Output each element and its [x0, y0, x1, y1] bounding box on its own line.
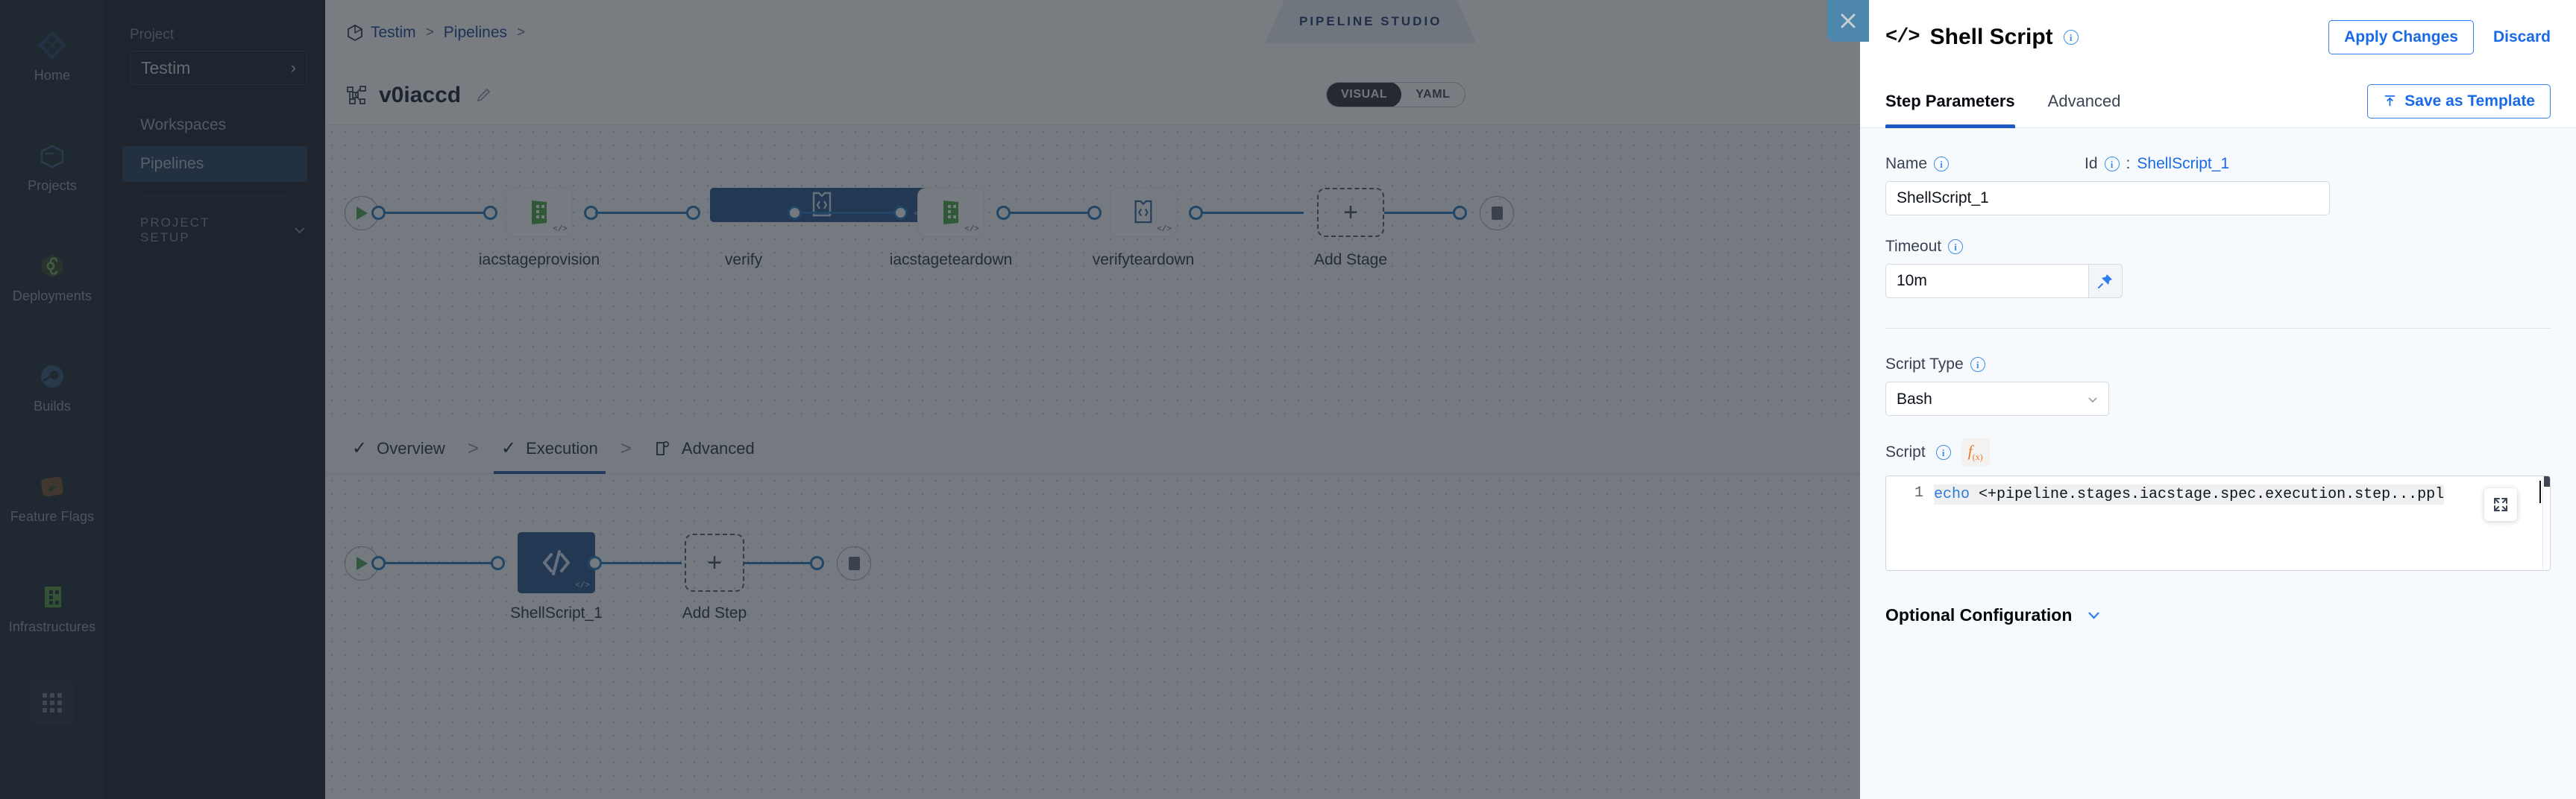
tab-step-parameters[interactable]: Step Parameters	[1885, 75, 2015, 128]
pin-glyph	[2098, 274, 2112, 288]
drawer-tab-bar: Step Parameters Advanced Save as Templat…	[1860, 75, 2576, 128]
info-icon[interactable]: i	[1934, 157, 1950, 171]
info-icon[interactable]: i	[1970, 357, 1985, 372]
optional-configuration-label: Optional Configuration	[1885, 605, 2073, 625]
tab-advanced[interactable]: Advanced	[2047, 91, 2121, 110]
editor-scrollbar[interactable]	[2542, 476, 2550, 570]
script-type-select-wrap: Bash	[1885, 382, 2109, 416]
script-type-select[interactable]: Bash	[1885, 382, 2109, 416]
discard-button[interactable]: Discard	[2492, 28, 2551, 45]
drawer-body: Name i Id i : ShellScript_1 Timeout i	[1860, 128, 2576, 799]
info-icon[interactable]: i	[1935, 445, 1951, 460]
script-code-text: <+pipeline.stages.iacstage.spec.executio…	[1970, 486, 2445, 503]
optional-configuration-toggle[interactable]: Optional Configuration	[1885, 605, 2551, 625]
id-colon: :	[2126, 155, 2131, 172]
expand-glyph	[2494, 498, 2507, 511]
template-upload-icon	[2385, 95, 2396, 107]
name-row: Name i Id i : ShellScript_1	[1885, 155, 2551, 181]
code-slash-icon: </>	[1885, 26, 1920, 48]
save-as-template-button[interactable]: Save as Template	[2367, 83, 2551, 119]
close-icon	[1841, 13, 1856, 28]
script-keyword: echo	[1934, 486, 1970, 503]
drawer-title-text: Shell Script	[1929, 25, 2053, 49]
timeout-label-group: Timeout i	[1885, 238, 2551, 256]
pin-icon[interactable]	[2088, 264, 2123, 298]
editor-caret	[2539, 481, 2541, 503]
script-type-label: Script Type	[1885, 356, 1964, 373]
info-icon[interactable]: i	[2104, 157, 2120, 171]
script-editor[interactable]: 1 echo <+pipeline.stages.iacstage.spec.e…	[1885, 476, 2551, 571]
timeout-input[interactable]	[1885, 264, 2088, 298]
close-drawer-button[interactable]	[1827, 0, 1869, 42]
editor-code-area[interactable]: echo <+pipeline.stages.iacstage.spec.exe…	[1934, 476, 2550, 570]
name-label: Name	[1885, 155, 1928, 172]
drawer-header: </> Shell Script i Apply Changes Discard	[1860, 0, 2576, 75]
chevron-down-icon	[2088, 612, 2100, 619]
fx-icon[interactable]: f(x)	[1961, 438, 1990, 467]
name-input[interactable]	[1885, 181, 2330, 215]
name-label-group: Name i	[1885, 155, 1950, 173]
id-value: ShellScript_1	[2137, 155, 2230, 172]
scrollbar-thumb[interactable]	[2544, 476, 2550, 487]
fx-glyph: f(x)	[1967, 441, 1983, 463]
timeout-field-group	[1885, 264, 2551, 298]
script-label: Script	[1885, 443, 1926, 461]
drawer-title: </> Shell Script i	[1885, 25, 2079, 50]
id-row: Id i : ShellScript_1	[2085, 155, 2229, 173]
step-config-drawer: </> Shell Script i Apply Changes Discard…	[1860, 0, 2576, 799]
script-code-line: echo <+pipeline.stages.iacstage.spec.exe…	[1934, 484, 2445, 505]
apply-changes-button[interactable]: Apply Changes	[2328, 20, 2474, 54]
timeout-label: Timeout	[1885, 238, 1942, 255]
info-icon[interactable]: i	[1948, 239, 1964, 254]
script-type-label-group: Script Type i	[1885, 356, 2551, 373]
line-number: 1	[1914, 484, 1923, 502]
expand-icon[interactable]	[2484, 488, 2517, 521]
save-as-template-label: Save as Template	[2404, 92, 2535, 110]
name-field-group: Name i	[1885, 155, 1950, 181]
info-icon[interactable]: i	[2063, 30, 2079, 45]
script-label-group: Script i f(x)	[1885, 438, 2551, 467]
id-label: Id	[2085, 155, 2098, 172]
section-divider	[1885, 328, 2551, 329]
editor-gutter: 1	[1886, 476, 1934, 570]
